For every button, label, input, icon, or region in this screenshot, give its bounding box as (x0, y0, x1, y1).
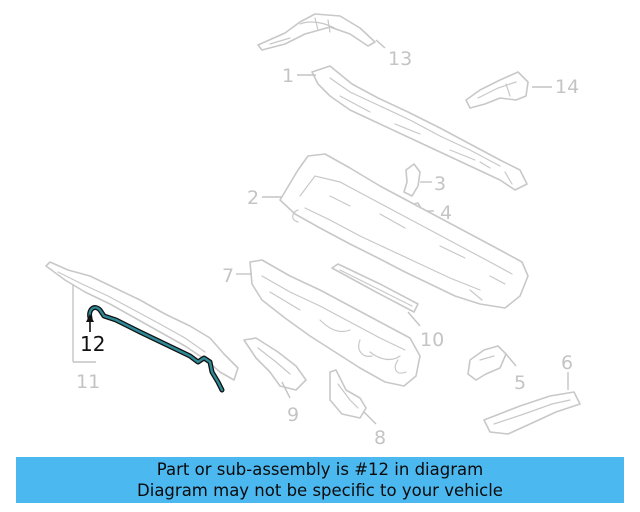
callout-1: 1 (282, 65, 294, 87)
callout-8: 8 (374, 427, 386, 449)
leader-12-arrow (86, 314, 94, 322)
info-banner: Part or sub-assembly is #12 in diagram D… (16, 457, 624, 503)
banner-line-1: Part or sub-assembly is #12 in diagram (156, 460, 484, 479)
part-2-drawing (279, 153, 529, 309)
part-11-drawing (45, 261, 239, 381)
part-1-drawing (311, 65, 528, 191)
part-9-drawing (243, 337, 307, 391)
parts-diagram: 13 1 14 3 4 2 10 (45, 13, 581, 449)
leader-10 (407, 311, 421, 327)
callout-10: 10 (420, 329, 444, 351)
callout-5: 5 (514, 372, 526, 394)
part-3-drawing (403, 163, 421, 197)
part-6-drawing (483, 391, 581, 435)
callout-6: 6 (561, 352, 573, 374)
callout-3: 3 (434, 173, 446, 195)
part-14-drawing (465, 71, 529, 109)
callout-2: 2 (247, 187, 259, 209)
leader-9 (281, 381, 291, 399)
callout-4: 4 (440, 202, 452, 224)
leader-5 (505, 353, 517, 367)
callout-14: 14 (555, 76, 579, 98)
part-10-drawing (331, 263, 419, 313)
callout-11: 11 (76, 371, 100, 393)
leader-13 (375, 39, 386, 49)
part-12-drawing (87, 305, 225, 393)
callout-7: 7 (222, 265, 234, 287)
callout-13: 13 (388, 48, 412, 70)
part-13-drawing (257, 13, 376, 51)
leader-8 (363, 411, 377, 425)
part-7-drawing (249, 259, 421, 387)
banner-line-2: Diagram may not be specific to your vehi… (137, 481, 503, 500)
part-5-drawing (467, 345, 507, 381)
callout-12: 12 (80, 332, 105, 356)
callout-9: 9 (287, 404, 299, 426)
part-8-drawing (329, 369, 367, 419)
